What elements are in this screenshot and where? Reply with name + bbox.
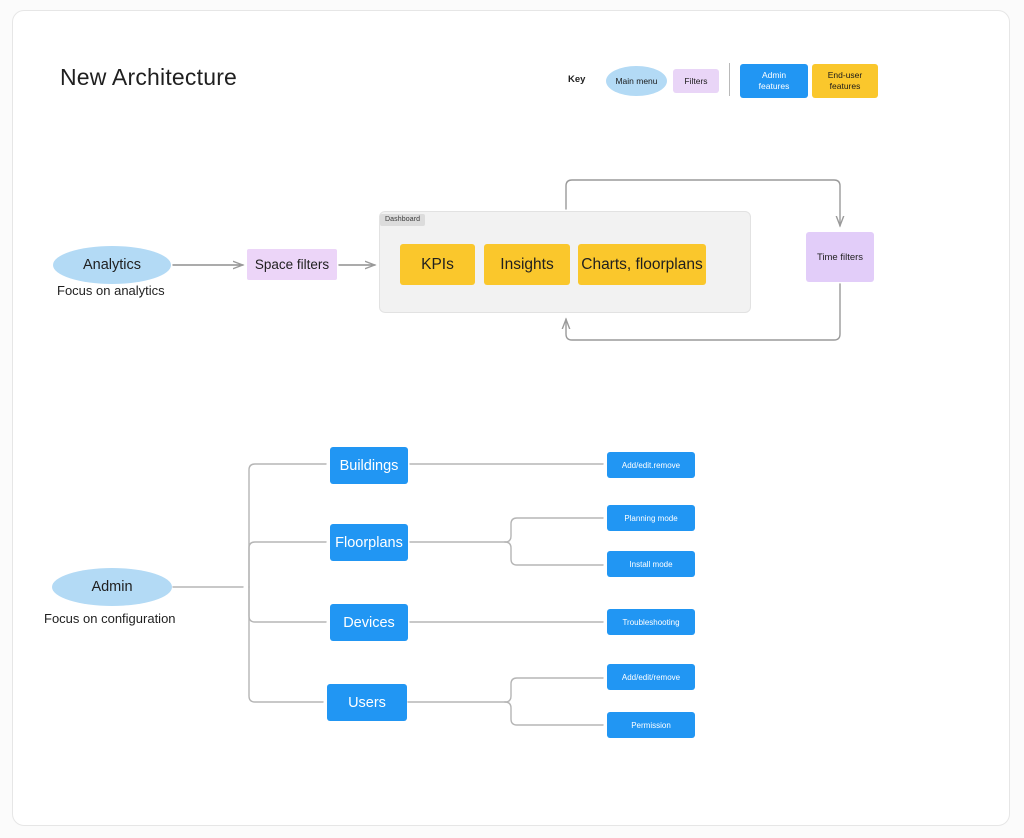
node-insights-label: Insights [500,255,554,273]
leaf-floorplans-install-mode-label: Install mode [629,559,673,569]
leaf-users-add-edit-remove-label: Add/edit/remove [621,672,681,682]
node-charts-floorplans-label: Charts, floorplans [581,255,703,273]
node-charts-floorplans[interactable]: Charts, floorplans [578,244,706,285]
node-users-label: Users [348,694,386,711]
leaf-users-permission-label: Permission [631,720,671,730]
node-buildings[interactable]: Buildings [330,447,408,484]
node-devices[interactable]: Devices [330,604,408,641]
legend-divider [729,63,730,96]
leaf-devices-troubleshooting[interactable]: Troubleshooting [607,609,695,635]
group-dashboard-tag: Dashboard [380,214,426,226]
leaf-buildings-add-edit-remove-label: Add/edit.remove [621,460,681,470]
legend-item-end-user-features-label-line1: End-user [827,70,863,81]
legend-label: Key [568,74,586,85]
node-space-filters[interactable]: Space filters [247,249,337,280]
node-kpis-label: KPIs [421,255,454,273]
node-analytics[interactable]: Analytics [53,246,171,284]
legend-item-filters: Filters [673,69,719,93]
leaf-users-permission[interactable]: Permission [607,712,695,738]
leaf-devices-troubleshooting-label: Troubleshooting [622,617,680,627]
node-users[interactable]: Users [327,684,407,721]
legend-item-admin-features: Admin features [740,64,808,98]
node-space-filters-label: Space filters [254,257,330,272]
node-analytics-label: Analytics [82,257,142,273]
page-title: New Architecture [60,64,238,90]
legend-item-admin-features-label-line1: Admin [761,70,787,81]
leaf-buildings-add-edit-remove[interactable]: Add/edit.remove [607,452,695,478]
legend-item-admin-features-label-line2: features [758,81,790,91]
node-buildings-label: Buildings [339,457,399,474]
legend-item-filters-label: Filters [684,76,708,86]
leaf-floorplans-install-mode[interactable]: Install mode [607,551,695,577]
node-time-filters[interactable]: Time filters [806,232,874,282]
leaf-users-add-edit-remove[interactable]: Add/edit/remove [607,664,695,690]
node-time-filters-label: Time filters [816,251,864,263]
legend-item-end-user-features: End-user features [812,64,878,98]
caption-analytics: Focus on analytics [57,283,165,298]
node-floorplans-label: Floorplans [335,534,403,551]
caption-admin: Focus on configuration [44,611,176,626]
legend-item-end-user-features-label-line2: features [829,81,861,91]
node-insights[interactable]: Insights [484,244,570,285]
node-floorplans[interactable]: Floorplans [330,524,408,561]
leaf-floorplans-planning-mode-label: Planning mode [624,513,678,523]
legend-item-main-menu-label: Main menu [615,76,658,86]
page-card [12,10,1010,826]
node-admin[interactable]: Admin [52,568,172,606]
node-admin-label: Admin [91,579,133,595]
node-kpis[interactable]: KPIs [400,244,475,285]
node-devices-label: Devices [343,614,395,631]
legend-item-main-menu: Main menu [606,66,667,96]
leaf-floorplans-planning-mode[interactable]: Planning mode [607,505,695,531]
